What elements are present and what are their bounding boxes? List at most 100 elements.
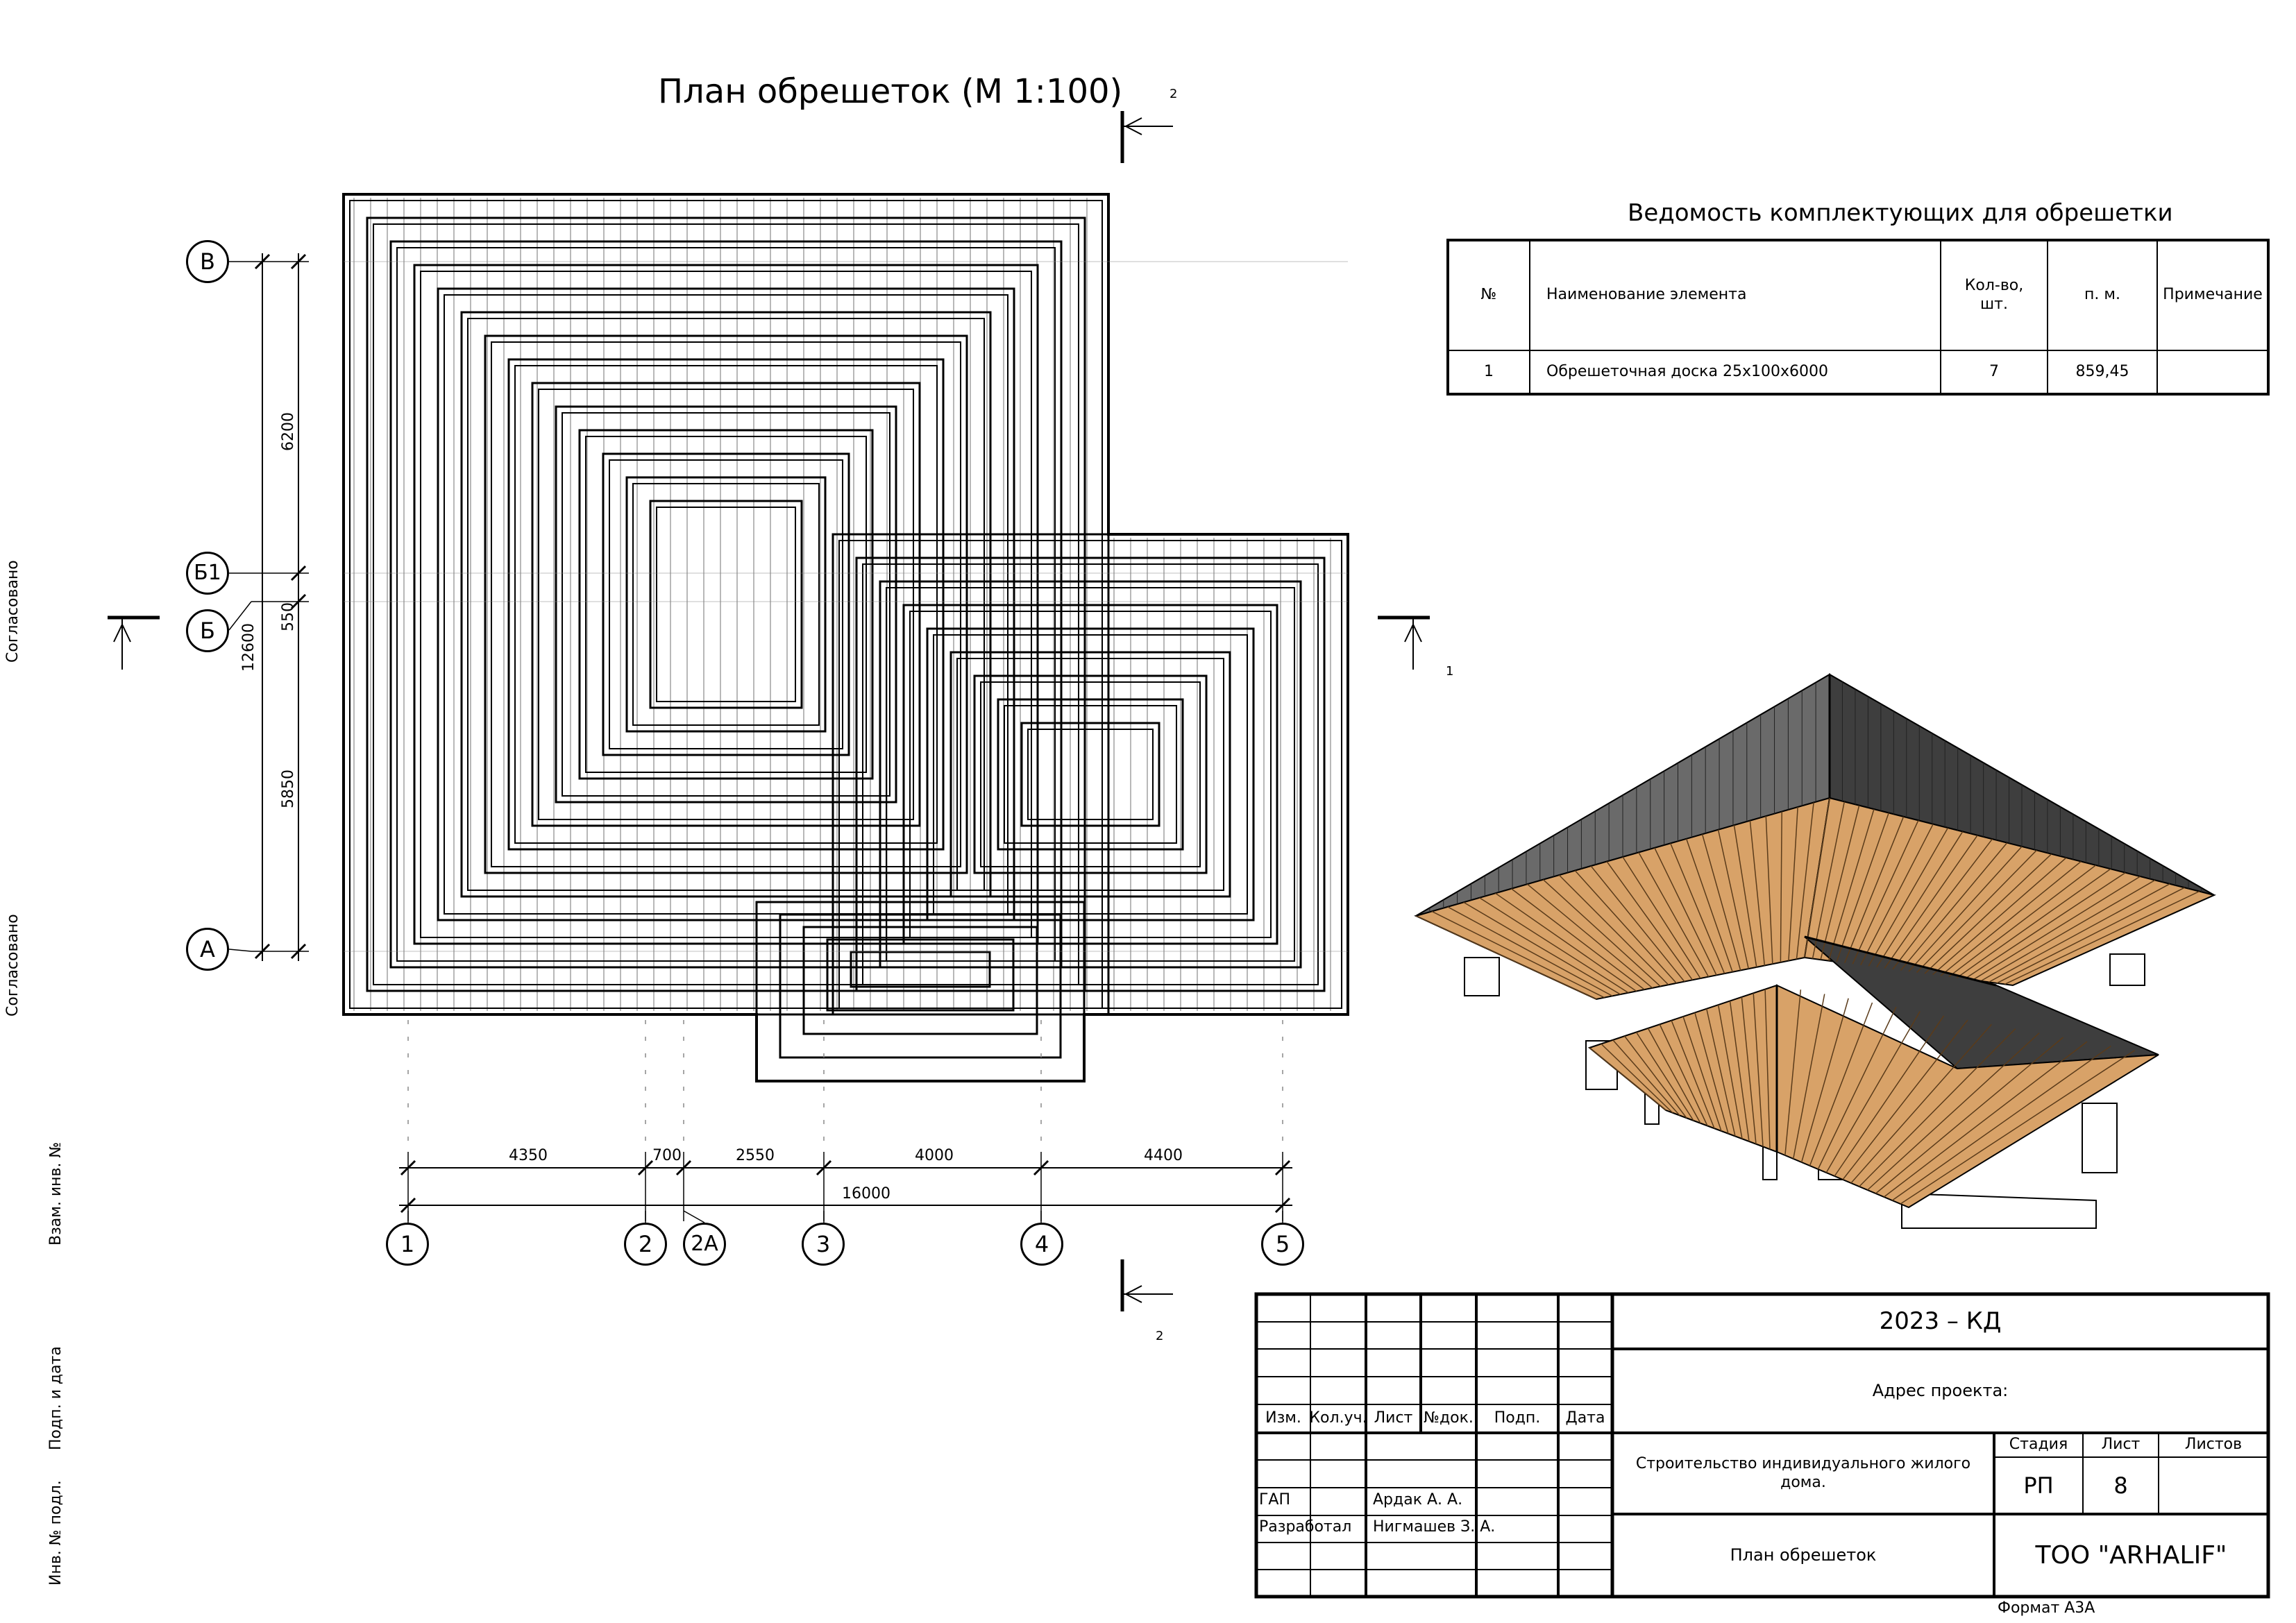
iso-batten [1900, 842, 2008, 971]
dim-line [683, 1210, 705, 1223]
wing-ring-inner [886, 587, 1295, 962]
iso-batten [1867, 1033, 2040, 1191]
iso-batten [1606, 861, 1694, 980]
iso-batten [1972, 876, 2141, 980]
dim-bottom-2: 700 [652, 1147, 682, 1164]
side-agreed-1: Согласовано [4, 560, 22, 663]
wing-ring-inner [862, 563, 1319, 985]
lathing-ring-inner [585, 436, 867, 773]
iso-batten [1624, 1035, 1687, 1119]
lathing-ring-inner [609, 459, 843, 749]
iso-batten [1601, 1043, 1673, 1114]
iso-batten [1479, 897, 1629, 994]
lathing-ring-inner [632, 483, 820, 726]
iso-batten [1868, 827, 1949, 967]
lathing-ring [602, 452, 850, 756]
tb-sheet-label: Лист [2101, 1436, 2141, 1454]
iso-batten [1574, 870, 1677, 984]
tb-role-gap: ГАП [1259, 1491, 1291, 1509]
iso-batten [1526, 883, 1653, 989]
iso-batten [1635, 1032, 1694, 1121]
iso-batten [1765, 816, 1773, 965]
lathing-ring [555, 405, 897, 804]
dim-bottom-5: 4400 [1144, 1147, 1183, 1164]
dim-line [1274, 1197, 1291, 1214]
side-agreed-2: Согласовано [4, 914, 22, 1017]
iso-batten [1859, 1028, 2016, 1187]
axis-bubble-b: Б [186, 609, 229, 652]
iso-batten [1836, 813, 1889, 962]
section-mark-right: 1 [1446, 664, 1454, 679]
iso-batten [1729, 1001, 1750, 1142]
dim-left-total: 12600 [240, 623, 258, 672]
iso-batten [1989, 883, 2170, 983]
tb-name-gap: Ардак А. А. [1373, 1491, 1463, 1509]
dim-line [290, 565, 307, 581]
tb-name-dev: Нигмашев З. А. [1373, 1518, 1496, 1536]
iso-batten [1558, 874, 1669, 985]
side-inv-replace: Взам. инв. № [47, 1141, 65, 1246]
lathing-ring-inner [514, 365, 938, 844]
dim-bottom-4: 4000 [915, 1147, 954, 1164]
axis-bubble-a: А [186, 928, 229, 971]
iso-batten [1883, 1041, 2088, 1198]
iso-batten [1717, 1004, 1743, 1139]
dim-line [637, 1159, 654, 1176]
iso-wall [1901, 1192, 2097, 1229]
spec-header-qty: Кол-во, шт. [1964, 277, 2024, 313]
side-sign-date: Подп. и дата [47, 1346, 65, 1450]
wing-ring [973, 674, 1208, 874]
dim-line [290, 593, 307, 610]
spec-row-note [2157, 350, 2268, 394]
wing-ring-inner [980, 681, 1201, 867]
dim-line [675, 1159, 692, 1176]
spec-header-length: п. м. [2084, 286, 2120, 304]
iso-batten [1753, 993, 1764, 1147]
dim-line [290, 943, 307, 960]
axis-bubble-2: 2 [624, 1223, 667, 1266]
iso-batten [1654, 847, 1717, 976]
dim-line [400, 1197, 416, 1214]
iso-batten [1717, 829, 1749, 969]
dim-bottom-total: 16000 [842, 1185, 890, 1203]
dim-left-2: 550 [280, 602, 297, 631]
iso-batten [1884, 835, 1978, 969]
roof-3d-view [1414, 673, 2217, 1229]
tb-company: ТОО "ARHALIF" [2035, 1540, 2227, 1570]
iso-batten [1924, 853, 2052, 974]
iso-column [1464, 957, 1500, 996]
tb-address: Адрес проекта: [1872, 1381, 2009, 1401]
iso-wall [2082, 1103, 2118, 1173]
iso-batten [1542, 879, 1661, 987]
iso-batten [1850, 1023, 1992, 1184]
iso-batten [1825, 1011, 1921, 1173]
spec-header-name: Наименование элемента [1546, 286, 1747, 304]
iso-batten [1900, 1050, 2136, 1205]
iso-batten [1820, 805, 1860, 960]
iso-batten [1415, 915, 1597, 1000]
wing-ring [926, 627, 1255, 921]
iso-batten [1495, 892, 1637, 992]
dim-line [1033, 1159, 1049, 1176]
spec-row-length: 859,45 [2075, 363, 2129, 381]
iso-batten [1701, 834, 1741, 971]
dim-bottom-3: 2550 [736, 1147, 775, 1164]
section-marks [108, 111, 1430, 1311]
lathing-ring [578, 429, 874, 780]
iso-batten [1932, 857, 2067, 976]
iso-batten [1694, 1012, 1729, 1134]
iso-batten [1996, 887, 2185, 984]
lathing-ring-inner [562, 412, 890, 797]
iso-batten [1733, 825, 1757, 967]
iso-batten [1860, 824, 1934, 966]
iso-batten [1589, 1047, 1666, 1111]
lathing-ring [625, 476, 827, 733]
dim-line [228, 949, 252, 952]
iso-batten [1817, 1006, 1897, 1170]
lathing-ring [484, 334, 968, 874]
axis-bubble-3: 3 [802, 1223, 845, 1266]
iso-batten [1780, 811, 1782, 962]
dim-line [816, 1159, 832, 1176]
